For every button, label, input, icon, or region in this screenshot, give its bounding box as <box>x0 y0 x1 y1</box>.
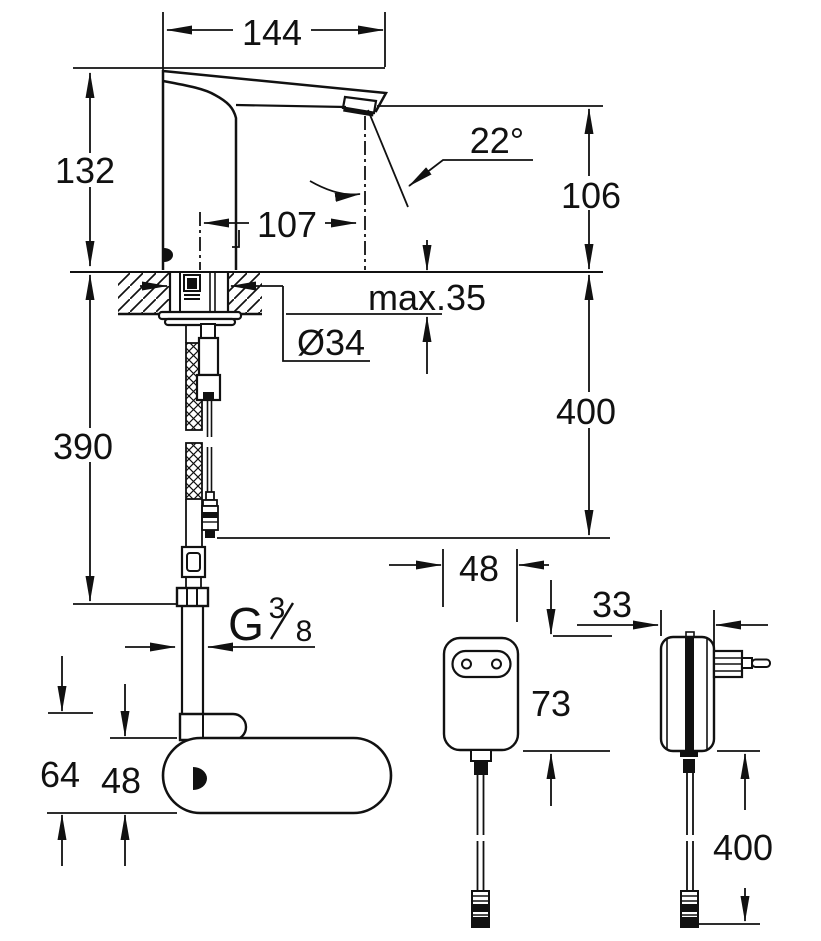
dim-label-psu-height: 73 <box>531 683 571 724</box>
supply-hose-and-cable <box>175 323 222 714</box>
dim-label-hose-drop: 390 <box>53 426 113 467</box>
dim-label-psu-cable-length: 400 <box>713 827 773 868</box>
spout-tip-plan <box>178 712 248 742</box>
thread-denominator: 8 <box>296 615 313 648</box>
dim-label-thread-size: G 3 8 <box>228 592 312 650</box>
sensor-window-plan <box>193 767 208 790</box>
dim-label-plan-body-depth: 48 <box>101 760 141 801</box>
dim-label-connection-drop: 400 <box>556 391 616 432</box>
faucet-body-plan <box>161 736 393 815</box>
socket-face <box>451 649 512 679</box>
dim-label-sensor-angle: 22° <box>470 120 524 161</box>
dim-label-outlet-offset: 107 <box>257 204 317 245</box>
faucet-top-view <box>161 712 393 815</box>
dim-label-deck-thickness: max.35 <box>368 277 486 318</box>
dim-label-spout-height: 132 <box>55 150 115 191</box>
hose-nut <box>175 586 210 608</box>
cable-sleeve <box>197 336 220 377</box>
psu-cable-connector <box>471 890 490 928</box>
faucet-front-view <box>118 69 389 714</box>
dim-label-outlet-clearance: 106 <box>561 175 621 216</box>
sensor-cable-connector <box>201 491 219 538</box>
angle-arc-arrow <box>309 180 361 202</box>
dim-label-spout-projection: 144 <box>242 12 302 53</box>
thread-prefix: G <box>228 598 264 650</box>
dim-label-psu-depth: 33 <box>592 584 632 625</box>
power-supply-front-view <box>442 636 520 928</box>
spout-outlet <box>341 95 378 115</box>
euro-plug <box>712 649 771 679</box>
power-supply-side-view <box>659 631 771 928</box>
plug-pin <box>751 658 771 668</box>
sensor-window <box>164 248 173 262</box>
thread-numerator: 3 <box>269 592 286 625</box>
dim-label-plan-total-depth: 64 <box>40 754 80 795</box>
mounting-deck <box>118 273 262 316</box>
psu-cable-connector-side <box>680 890 699 928</box>
angle-leader <box>408 159 533 187</box>
dim-label-hole-diameter: Ø34 <box>297 322 365 363</box>
dimension-labels: 144 132 107 22° 106 max.35 Ø34 400 390 G… <box>40 12 773 868</box>
sensor-beam-line <box>367 109 409 208</box>
mounting-washer <box>157 310 243 327</box>
dimension-lines <box>47 12 768 925</box>
through-deck-shank <box>168 272 230 313</box>
dim-label-psu-width: 48 <box>459 548 499 589</box>
